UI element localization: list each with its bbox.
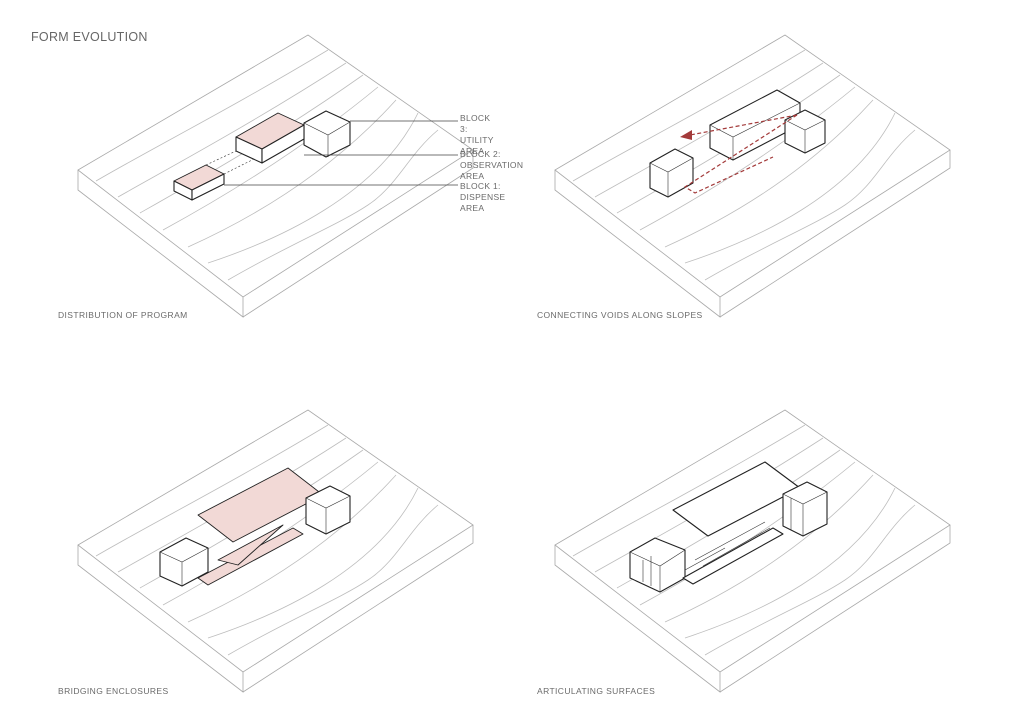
terrain-diagram-3 xyxy=(77,409,474,693)
block-1-desc: DISPENSE AREA xyxy=(460,192,506,213)
block-2-desc: OBSERVATION AREA xyxy=(460,160,524,181)
page-title: FORM EVOLUTION xyxy=(31,30,148,44)
block-2-title: BLOCK 2: xyxy=(460,149,501,159)
caption-articulating-surfaces: ARTICULATING SURFACES xyxy=(537,686,656,696)
block-1-title: BLOCK 1: xyxy=(460,181,501,191)
block-3-label: BLOCK 3: UTILITY AREA xyxy=(460,113,494,157)
block-1-label: BLOCK 1: DISPENSE AREA xyxy=(460,181,505,214)
block-3-desc: UTILITY AREA xyxy=(460,135,494,156)
panel-connecting-voids xyxy=(554,34,955,318)
caption-connecting-voids: CONNECTING VOIDS ALONG SLOPES xyxy=(537,310,703,320)
caption-bridging-enclosures: BRIDGING ENCLOSURES xyxy=(58,686,169,696)
panel-articulating-surfaces xyxy=(554,409,955,693)
block-3-title: BLOCK 3: xyxy=(460,113,491,134)
terrain-diagram-1 xyxy=(77,34,474,318)
panel-distribution-of-program: BLOCK 3: UTILITY AREA BLOCK 2: OBSERVATI… xyxy=(77,34,523,318)
block-2-label: BLOCK 2: OBSERVATION AREA xyxy=(460,149,523,182)
panel-bridging-enclosures xyxy=(77,409,478,693)
caption-distribution-of-program: DISTRIBUTION OF PROGRAM xyxy=(58,310,188,320)
terrain-diagram-4 xyxy=(554,409,951,693)
terrain-diagram-2 xyxy=(554,34,951,318)
